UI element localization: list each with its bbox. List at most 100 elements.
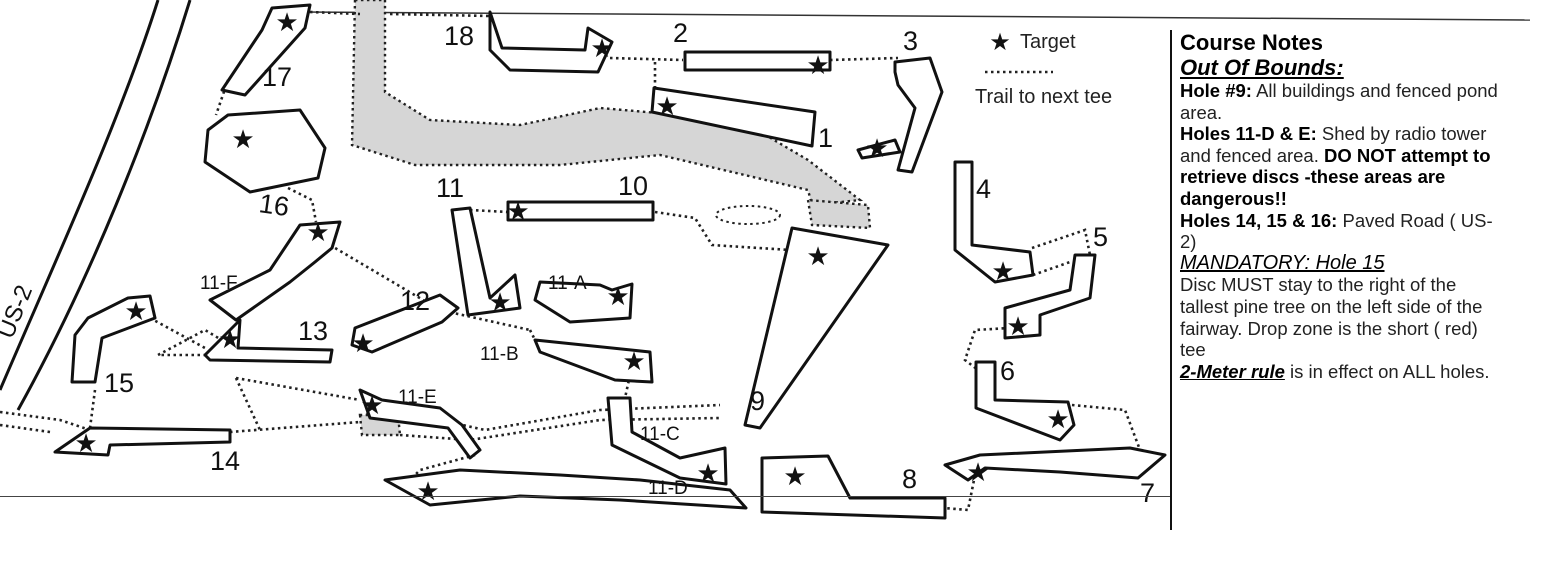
label-hole-8: 8 bbox=[902, 464, 917, 494]
label-hole-11: 11 bbox=[436, 173, 464, 203]
hole-9 bbox=[743, 226, 890, 430]
label-hole-10: 10 bbox=[618, 171, 648, 201]
hole-11c bbox=[606, 396, 728, 486]
note-holes-11-label: Holes 11-D & E: bbox=[1180, 123, 1317, 145]
legend-trail-label: Trail to next tee bbox=[975, 86, 1112, 108]
target-11c: ★ bbox=[696, 459, 719, 489]
top-border bbox=[299, 11, 1531, 21]
target-17: ★ bbox=[275, 8, 298, 38]
target-11: ★ bbox=[488, 288, 511, 318]
road-edge-left bbox=[0, 0, 160, 391]
course-notes-panel: Course Notes Out Of Bounds: Hole #9: All… bbox=[1170, 30, 1500, 530]
note-mandatory-text: Disc MUST stay to the right of the talle… bbox=[1180, 274, 1483, 361]
label-hole-13: 13 bbox=[298, 316, 328, 346]
label-hole-11d: 11-D bbox=[648, 478, 688, 499]
note-hole-9: Hole #9: All buildings and fenced pond a… bbox=[1180, 80, 1500, 123]
note-hole-9-label: Hole #9: bbox=[1180, 80, 1252, 101]
target-5: ★ bbox=[1006, 312, 1029, 342]
hole-3-basket bbox=[856, 138, 902, 160]
note-holes-11-text: Shed by radio tower and fenced area. bbox=[1180, 123, 1487, 166]
label-hole-17: 17 bbox=[262, 62, 292, 92]
trails bbox=[0, 10, 1142, 512]
hole-13 bbox=[203, 318, 334, 364]
label-hole-11b: 11-B bbox=[480, 344, 519, 365]
hole-18 bbox=[488, 10, 614, 74]
target-18: ★ bbox=[590, 34, 613, 64]
road-edge-right bbox=[16, 0, 192, 411]
note-holes-11: Holes 11-D & E: Shed by radio tower and … bbox=[1180, 123, 1500, 209]
target-2: ★ bbox=[806, 51, 829, 81]
target-14: ★ bbox=[74, 429, 97, 459]
note-holes-14-label: Holes 14, 15 & 16: bbox=[1180, 209, 1338, 231]
label-hole-12: 12 bbox=[400, 286, 430, 316]
target-9: ★ bbox=[806, 242, 829, 272]
target-11b: ★ bbox=[622, 347, 645, 377]
hole-11 bbox=[450, 206, 522, 317]
hole-3 bbox=[893, 56, 944, 174]
label-hole-11c: 11-C bbox=[640, 424, 680, 445]
hole-10 bbox=[506, 200, 655, 222]
mandatory-heading: MANDATORY: Hole 15 bbox=[1180, 251, 1385, 274]
label-hole-15: 15 bbox=[104, 368, 134, 398]
note-two-meter: 2-Meter rule is in effect on ALL holes. bbox=[1180, 361, 1500, 383]
label-hole-5: 5 bbox=[1093, 222, 1108, 252]
hole-14 bbox=[53, 426, 232, 457]
label-hole-14: 14 bbox=[210, 446, 240, 476]
hole-12 bbox=[350, 293, 460, 354]
hole-11d bbox=[383, 468, 748, 510]
note-two-meter-label: 2-Meter rule bbox=[1180, 360, 1285, 382]
hole-5 bbox=[1003, 253, 1097, 340]
target-16: ★ bbox=[231, 125, 254, 155]
label-hole-2: 2 bbox=[673, 18, 688, 48]
hole-7 bbox=[943, 446, 1167, 482]
label-hole-11e: 11-E bbox=[398, 387, 437, 408]
target-11f: ★ bbox=[306, 218, 329, 248]
label-hole-7: 7 bbox=[1140, 478, 1155, 508]
label-hole-16: 16 bbox=[257, 188, 291, 222]
target-11a: ★ bbox=[606, 282, 629, 312]
target-1: ★ bbox=[655, 92, 678, 122]
hole-2 bbox=[683, 50, 832, 72]
note-holes-14-text: Paved Road ( US-2) bbox=[1180, 209, 1493, 253]
label-hole-9: 9 bbox=[750, 386, 765, 416]
hole-17 bbox=[220, 3, 312, 97]
notes-title: Course Notes bbox=[1180, 30, 1324, 55]
paved-area-center bbox=[806, 198, 872, 230]
label-hole-3: 3 bbox=[903, 26, 918, 56]
label-hole-1: 1 bbox=[818, 123, 833, 153]
target-4: ★ bbox=[991, 257, 1014, 287]
target-7: ★ bbox=[966, 458, 989, 488]
target-6: ★ bbox=[1046, 405, 1069, 435]
out-of-bounds-heading: Out Of Bounds: bbox=[1180, 55, 1344, 80]
target-13: ★ bbox=[218, 325, 241, 355]
pond bbox=[715, 205, 781, 225]
target-stars: ★ ★ ★ ★ ★ ★ ★ ★ ★ ★ ★ ★ ★ ★ ★ ★ ★ ★ ★ ★ … bbox=[74, 8, 1069, 507]
label-hole-11a: 11-A bbox=[548, 273, 587, 294]
target-15: ★ bbox=[124, 297, 147, 327]
note-two-meter-text: is in effect on ALL holes. bbox=[1290, 360, 1490, 382]
target-11d: ★ bbox=[416, 477, 439, 507]
paved-path-north bbox=[350, 0, 864, 207]
hole-1 bbox=[650, 86, 817, 148]
hole-11e bbox=[358, 388, 482, 460]
hole-labels: 18 2 3 17 1 4 16 11 10 5 12 13 6 15 9 14… bbox=[104, 18, 1155, 508]
legend-star-icon: ★ bbox=[989, 28, 1011, 56]
note-warning: DO NOT attempt to retrieve discs -these … bbox=[1180, 144, 1491, 209]
target-10: ★ bbox=[506, 197, 529, 227]
hole-11b bbox=[533, 338, 654, 384]
hole-8 bbox=[760, 454, 947, 520]
hole-6 bbox=[974, 360, 1076, 442]
label-hole-4: 4 bbox=[976, 174, 991, 204]
hole-15 bbox=[70, 294, 157, 384]
target-8: ★ bbox=[783, 462, 806, 492]
target-11e: ★ bbox=[360, 391, 383, 421]
label-hole-6: 6 bbox=[1000, 356, 1015, 386]
legend-target-label: Target bbox=[1020, 31, 1076, 53]
label-hole-11f: 11-F bbox=[200, 273, 238, 294]
hole-11f bbox=[208, 220, 342, 322]
hole-4 bbox=[953, 160, 1035, 284]
target-3: ★ bbox=[865, 134, 888, 164]
bottom-border bbox=[0, 496, 1170, 497]
